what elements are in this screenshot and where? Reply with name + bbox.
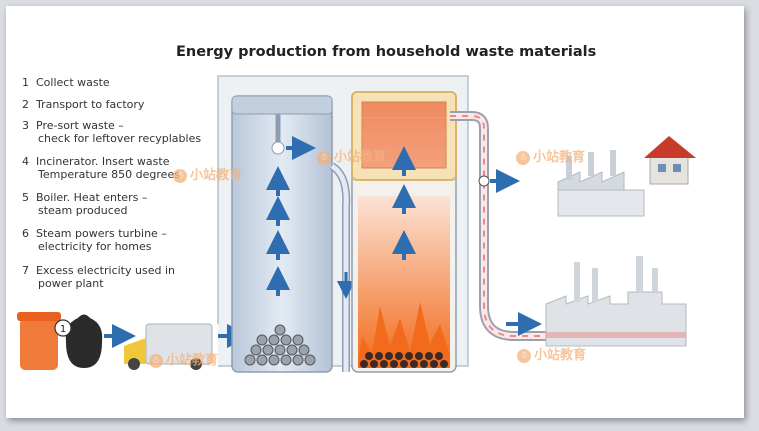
watermark-logo-icon: ☃	[517, 348, 531, 363]
step-2: 2 Transport to factory	[22, 98, 144, 111]
watermark-logo-icon: ☃	[516, 150, 530, 165]
diagram-frame: Energy production from household waste m…	[6, 6, 744, 418]
watermark: ☃小站教育	[149, 349, 218, 368]
step-text: Incinerator. Insert waste	[36, 155, 170, 168]
step-number: 4	[22, 155, 29, 168]
step-text-2: check for leftover recyplables	[38, 132, 202, 145]
factory-icon	[557, 150, 645, 217]
house-icon	[644, 136, 696, 185]
watermark: ☃小站教育	[317, 146, 386, 165]
step-number: 7	[22, 264, 29, 277]
garbage-truck-icon	[124, 323, 213, 370]
waste-pile	[244, 324, 316, 366]
watermark-logo-icon: ☃	[149, 353, 163, 368]
step-5: 5 Boiler. Heat enters –steam produced	[22, 191, 147, 217]
step-number: 1	[22, 76, 29, 89]
step-3: 3 Pre-sort waste –check for leftover recy…	[22, 119, 201, 145]
boiler	[351, 91, 457, 181]
watermark: ☃小站教育	[516, 146, 585, 165]
step-number: 3	[22, 119, 29, 132]
diagram-title: Energy production from household waste m…	[176, 44, 597, 60]
step-text-2: power plant	[38, 277, 104, 290]
watermark: ☃小站教育	[517, 344, 586, 363]
step-text-2: Temperature 850 degrees	[38, 168, 180, 181]
step-text-2: electricity for homes	[38, 240, 152, 253]
step-1-badge-label: 1	[60, 324, 66, 335]
step-text: Collect waste	[36, 76, 110, 89]
step-text: Boiler. Heat enters –	[36, 191, 148, 204]
watermark-logo-icon: ☃	[317, 150, 331, 165]
step-number: 6	[22, 227, 29, 240]
turbine-valve	[478, 175, 490, 187]
step-6: 6 Steam powers turbine –electricity for h…	[22, 227, 167, 253]
step-text: Steam powers turbine –	[36, 227, 167, 240]
step-text: Pre-sort waste –	[36, 119, 124, 132]
steam-pipe	[450, 111, 546, 341]
power-plant-icon	[545, 256, 687, 347]
garbage-bag-icon	[65, 314, 103, 368]
step-number: 5	[22, 191, 29, 204]
step-1: 1 Collect waste	[22, 76, 110, 89]
step-number: 2	[22, 98, 29, 111]
process-illustration: 1	[17, 75, 696, 373]
step-text-2: steam produced	[38, 204, 128, 217]
watermark: ☃小站教育	[173, 164, 242, 183]
watermark-logo-icon: ☃	[173, 168, 187, 183]
step-text: Transport to factory	[36, 98, 145, 111]
grate-pellets	[360, 352, 448, 368]
waste-bin-icon	[17, 312, 61, 370]
step-1-badge	[54, 319, 72, 337]
step-text: Excess electricity used in	[36, 264, 175, 277]
